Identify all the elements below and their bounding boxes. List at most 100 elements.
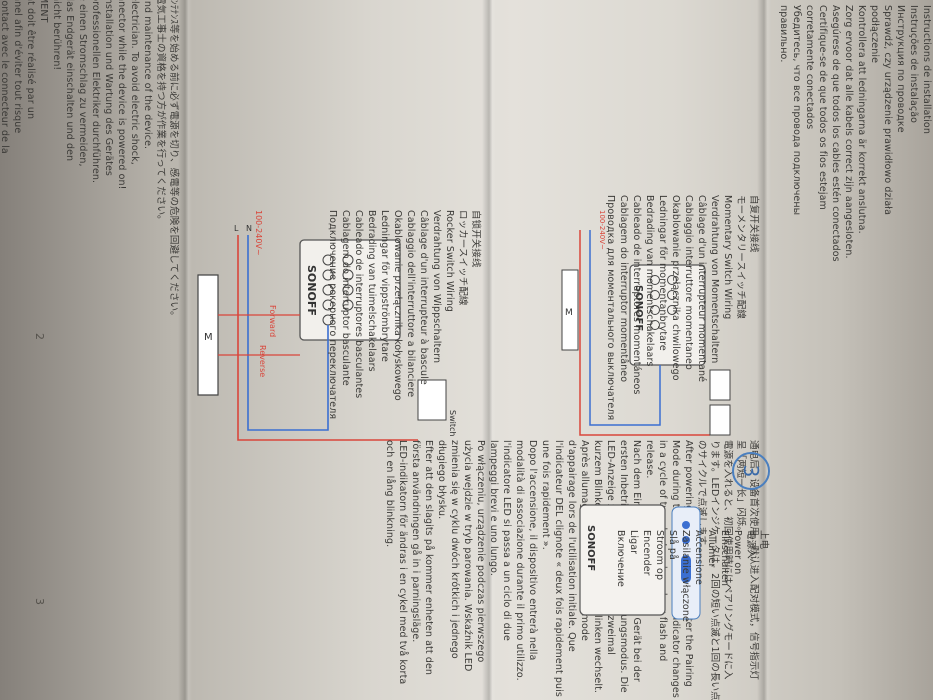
rocker-title-line: Verdrahtung von Wippschaltern	[431, 210, 442, 364]
motor-box	[197, 274, 219, 396]
pairing-line: LED-indikatorn för ändras i en cykel med…	[397, 440, 408, 685]
pairing-line: Po włączeniu, urządzenie podczas pierwsz…	[475, 440, 486, 663]
top-right-line: Kontrollera att ledningarna är korrekt a…	[856, 5, 867, 234]
voltage-label: 100-240V~	[254, 210, 263, 256]
pairing-line: zmienia się w cyklu dwóch krótkich i jed…	[449, 440, 460, 659]
step-number: 3	[739, 464, 763, 478]
top-right-line: corretamente conectados	[804, 5, 815, 130]
rocker-title-line: Rocker Switch Wiring	[444, 210, 455, 312]
neutral-label: N	[246, 224, 252, 233]
brand-label: SONOFF	[305, 265, 318, 316]
momentary-title-line: Cableado de interruptores momentáneos	[631, 195, 642, 395]
warning-line: nnector while the device is powered on!	[116, 0, 127, 190]
pairing-line: długiego błysku.	[436, 440, 447, 520]
rocker-title-line: Cablagem do interruptor basculante	[340, 210, 351, 386]
fold-crease	[482, 0, 496, 700]
rocker-title-line: ロッカースイッチ配線	[457, 210, 468, 306]
power-on-label: Einschalten	[719, 530, 730, 587]
top-right-line: правильно.	[778, 5, 789, 63]
rocker-title-line: Câblage d'un interrupteur à bascule	[418, 210, 429, 385]
power-on-label: Stroom op	[654, 530, 665, 581]
fold-crease	[757, 0, 771, 700]
momentary-title-line: Bedrading van momentschakelaars	[644, 195, 655, 367]
neutral-wire	[589, 230, 661, 426]
momentary-title-line: Verdrahtung von Momentschaltern	[709, 195, 720, 364]
switch-box-2	[709, 404, 731, 436]
power-on-label: 電源入	[745, 530, 756, 559]
top-right-line: Instruções de instalação	[908, 5, 919, 124]
sonoff-module	[579, 504, 666, 616]
power-on-label: Включение	[615, 530, 626, 587]
live-wire	[237, 235, 418, 441]
momentary-title-line: Cablaggio interruttore momentaneo	[683, 195, 694, 370]
pairing-line: Dopo l'accensione, il dispositivo entrer…	[527, 440, 538, 661]
top-right-line: Инструкция по проводке	[895, 5, 906, 133]
power-on-label: Zasilanie włączone	[680, 530, 691, 622]
neutral-wire	[247, 235, 329, 431]
pairing-line: l'indicatore LED si passa a un ciclo di …	[501, 440, 512, 641]
page-number-right: 3	[33, 598, 46, 605]
page-number-left: 2	[33, 333, 46, 340]
rocker-title-line: Okablowanie przełącznika kołyskowego	[392, 210, 403, 401]
rocker-title-line: Cableado de interruptores basculantes	[353, 210, 364, 399]
step-number-badge: 3	[732, 452, 770, 490]
power-on-label: 上电	[758, 530, 769, 550]
momentary-title-line: Momentary Switch Wiring	[722, 195, 733, 320]
warning-line: electrician. To avoid electric shock,	[129, 0, 140, 165]
power-on-label: Accensione	[693, 530, 704, 585]
top-right-line: Certifique-se de que todos os fios estej…	[817, 5, 828, 210]
warning-line: nicht berühren!	[51, 0, 62, 71]
power-on-label: Power on	[732, 530, 743, 575]
momentary-wiring-diagram: SONOFF M 100-240V~	[561, 210, 731, 436]
switch-box	[709, 369, 731, 401]
power-on-label: Allumer	[706, 530, 717, 568]
momentary-title-line: Okablowanie przełącznika chwilowego	[670, 195, 681, 381]
switch-box	[417, 379, 447, 421]
rocker-title-line: Подключение рокерного переключателя	[327, 210, 338, 420]
power-on-label: Slå på	[667, 530, 678, 560]
pairing-line: första användningen gå in i parningsläge…	[410, 440, 421, 643]
momentary-title-line: モーメンタリースイッチ配線	[735, 195, 746, 319]
live-wire	[579, 230, 710, 436]
reverse-label: Reverse	[258, 345, 267, 377]
top-right-line: Instructions de installation	[921, 5, 932, 134]
momentary-title-line: Cablagem do interruptor momentâneo	[618, 195, 629, 383]
pairing-line: użycia wejdzie w tryb parowania. Wskaźni…	[462, 440, 473, 672]
momentary-title-line: Проводка для моментального выключателя	[605, 195, 616, 421]
warning-line: professionellen Elektriker durchführen.	[90, 0, 101, 184]
warning-line: and maintenance of the device.	[142, 0, 153, 150]
warning-line: Installation und Wartung des Gerätes	[103, 0, 114, 176]
rocker-title-line: Ledningar för vippströmbrytare	[379, 210, 390, 362]
warning-line: 電気工事士の資格を持つ方が作業を行ってください。	[155, 0, 166, 225]
live-label: L	[234, 224, 239, 233]
warning-line: nnel afin d'éviter tout risque	[12, 0, 23, 134]
pairing-line: modalità di associazione durante il prim…	[514, 440, 525, 681]
left-warning-panel: ﾒﾝﾃﾅﾝｽ等を始める前に必ず電源を切り、感電等の危険を回避してください。電気工…	[0, 0, 180, 321]
pairing-line: une fois rapidement ».	[540, 440, 551, 550]
fold-crease	[178, 0, 192, 700]
top-right-line: podłączenie	[869, 5, 880, 64]
rocker-title-line: Cablaggio dell'interruttore a bilanciere	[405, 210, 416, 398]
pairing-line: Efter att den slagits på kommer enheten …	[423, 440, 434, 676]
momentary-title-line: Ledningar för momentanbrytare	[657, 195, 668, 351]
top-right-line: Zorg ervoor dat alle kabels correct zijn…	[843, 5, 854, 259]
warning-line: e einen Stromschlag zu vermeiden,	[77, 0, 88, 167]
brand-label: SONOFF	[585, 525, 596, 571]
motor-box	[561, 269, 579, 351]
pairing-line: lampeggi brevi e uno lungo.	[488, 440, 499, 576]
power-on-label: Ligar	[628, 530, 639, 555]
momentary-title-line: 自复开关接线	[748, 195, 759, 253]
switch-label: Switch	[448, 410, 457, 436]
motor-label: M	[565, 308, 573, 318]
warning-line: das Endgerät einschalten und den	[64, 0, 75, 162]
terminal-row	[322, 254, 354, 326]
power-on-label: Encender	[641, 530, 652, 576]
sonoff-module	[299, 239, 401, 341]
pairing-line: och en lång blinkning.	[384, 440, 395, 548]
rocker-title-line: Bedrading van tuimelschakelaars	[366, 210, 377, 372]
